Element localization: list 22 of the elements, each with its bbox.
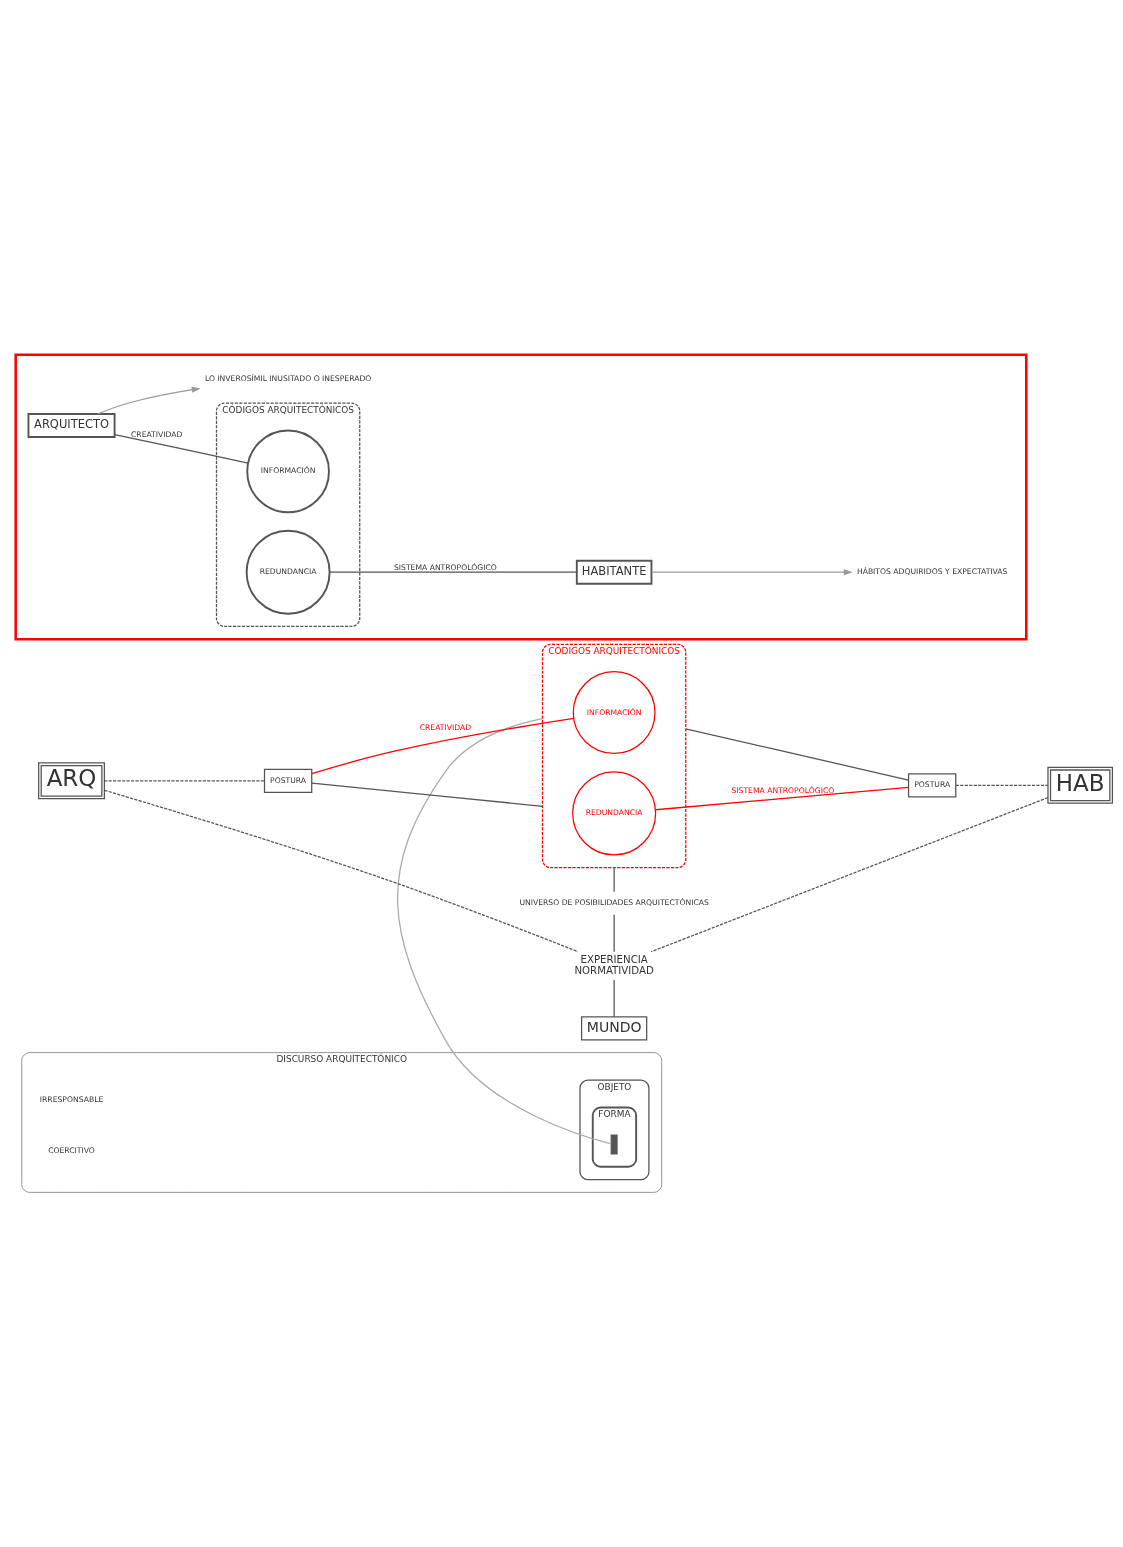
cluster: FORMA xyxy=(591,1106,638,1168)
connector xyxy=(613,914,615,953)
connector xyxy=(613,866,615,893)
connector xyxy=(955,784,1049,786)
node-box: MUNDO xyxy=(580,1016,648,1041)
connector xyxy=(650,796,1049,953)
connector xyxy=(311,717,575,775)
connector xyxy=(103,780,265,782)
cluster xyxy=(14,353,1028,641)
node-box: HABITANTE xyxy=(575,559,653,585)
connector xyxy=(311,782,544,807)
arrow xyxy=(651,569,853,576)
node-bar xyxy=(610,1134,618,1155)
node-text: EXPERIENCIA NORMATIVIDAD xyxy=(574,953,654,977)
node-box: ARQUITECTO xyxy=(27,413,116,438)
connector xyxy=(655,786,910,811)
connector xyxy=(685,728,910,781)
arrow xyxy=(97,386,201,415)
connector xyxy=(103,789,579,953)
connector xyxy=(613,979,615,1018)
connector xyxy=(329,571,578,573)
connector xyxy=(114,433,249,464)
